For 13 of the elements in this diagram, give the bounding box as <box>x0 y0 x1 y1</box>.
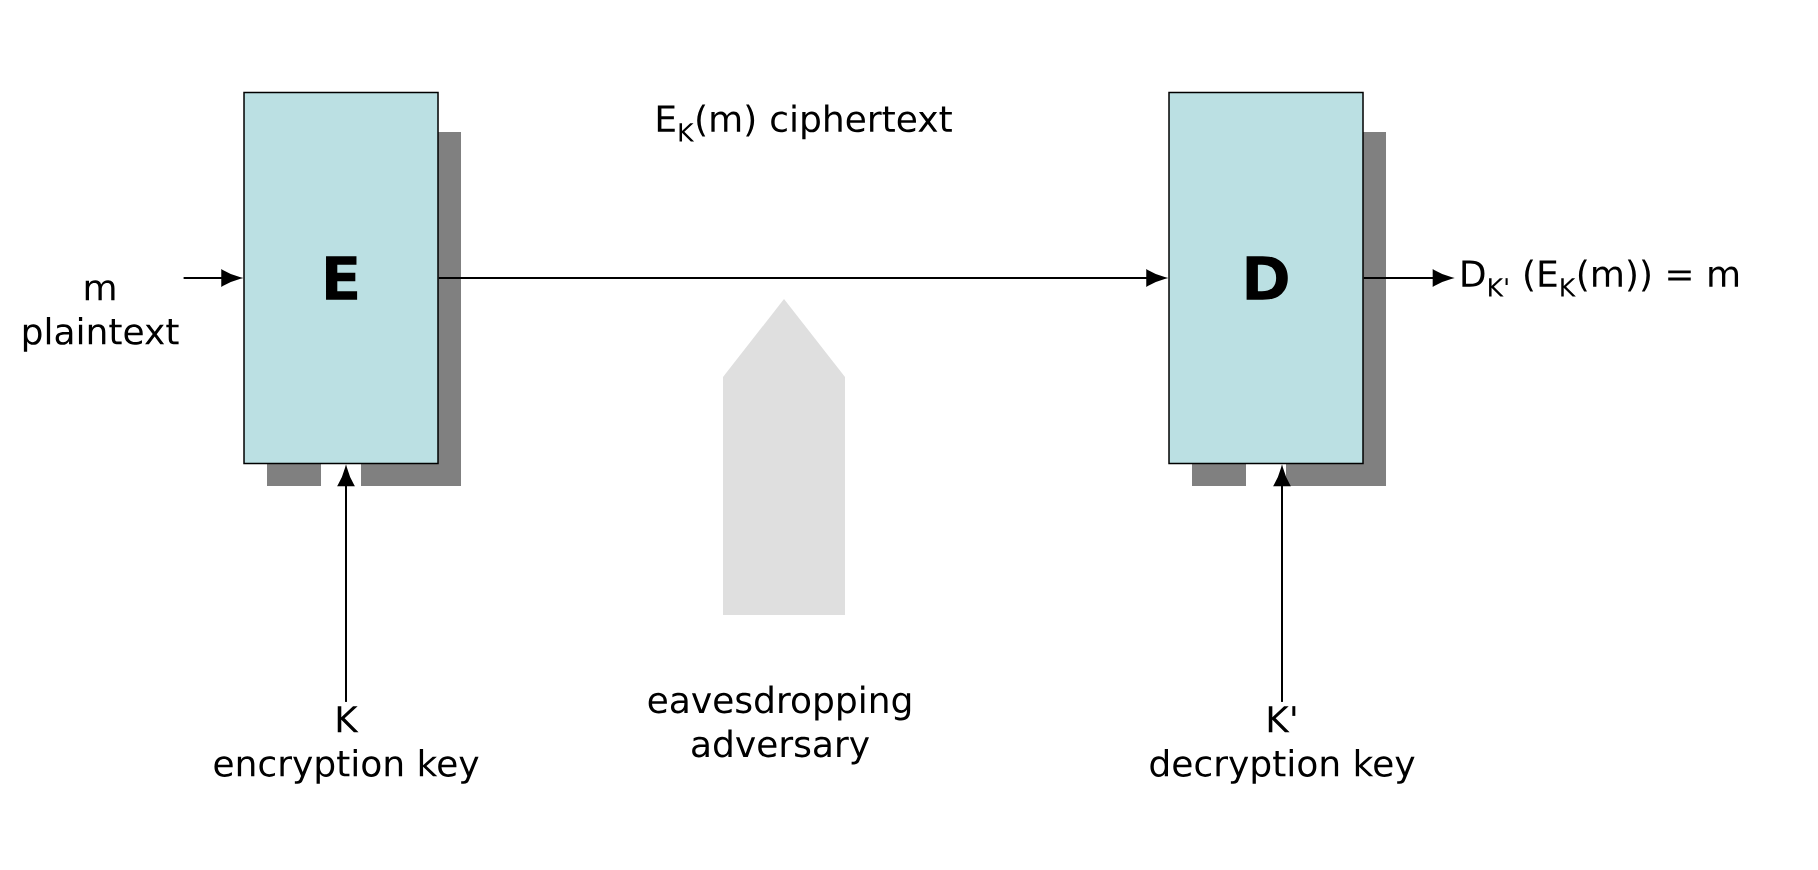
node-text: K encryption key <box>214 706 479 784</box>
adversary-label: eavesdropping adversary <box>648 685 911 765</box>
cipher-box: D <box>1168 91 1364 465</box>
node-text: D$_{K'}$ (E$_{K}$(m)) = m <box>1462 259 1739 297</box>
arrow <box>337 467 355 703</box>
arrow <box>437 269 1166 287</box>
arrow <box>182 269 241 287</box>
arrow <box>1273 467 1291 703</box>
edge-label: E$_{K}$(m) ciphertext <box>657 104 952 142</box>
cipher-box: E <box>243 91 439 465</box>
node-text: K' decryption key <box>1150 706 1415 784</box>
node-text: m plaintext <box>23 280 179 352</box>
arrow <box>1362 269 1452 287</box>
